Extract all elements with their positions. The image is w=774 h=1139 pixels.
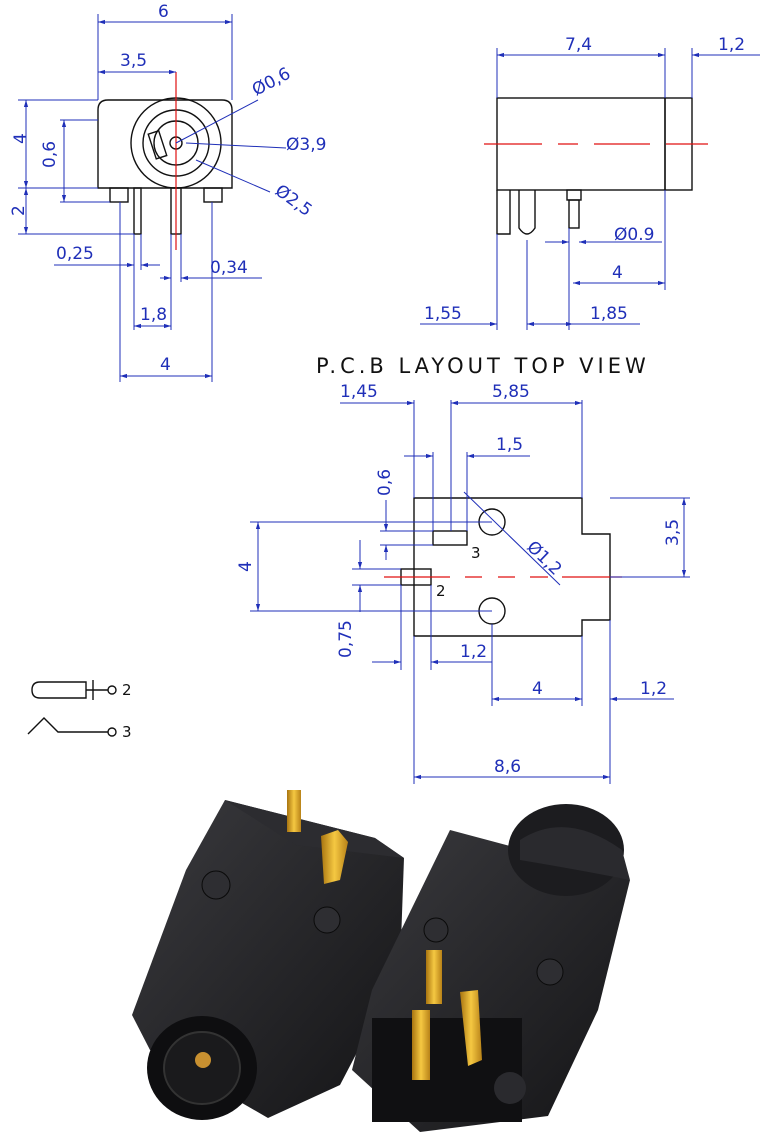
pin-label-3: 3 (471, 544, 481, 562)
dim-hole-small: Ø0,6 (249, 64, 294, 101)
pin-label-2: 2 (436, 582, 446, 600)
dim-pin-spacing: 1,8 (140, 305, 167, 325)
front-view: 6 3,5 4 0,6 2 Ø0,6 Ø3,9 Ø2,5 0,25 0,34 1… (9, 2, 326, 382)
dim-hole-diameter: Ø1,2 (523, 537, 566, 579)
left-jack-pin (287, 790, 301, 832)
dim-pin-span: 4 (612, 263, 623, 283)
dim-bottom-offset: 0,75 (336, 620, 356, 658)
dim-bottom-pad: 1,2 (460, 642, 487, 662)
dim-pin-width-a: 0,25 (56, 244, 94, 264)
dim-width-top: 6 (158, 2, 169, 22)
dim-center-offset: 3,5 (120, 51, 147, 71)
dim-bottom-right: 1,2 (640, 679, 667, 699)
dim-offset-left: 1,55 (424, 304, 462, 324)
dim-pin-length: 2 (9, 205, 29, 216)
product-photo (132, 790, 630, 1132)
dim-body-length: 7,4 (565, 35, 592, 55)
left-jack-peg (201, 870, 231, 900)
dim-hole-large: Ø3,9 (286, 135, 326, 155)
dim-right-span: 5,85 (492, 382, 530, 402)
dim-offset-right: 1,85 (590, 304, 628, 324)
dim-hole-mid: Ø2,5 (271, 181, 315, 221)
side-view: 7,4 1,2 Ø0.9 4 1,55 1,85 (420, 35, 760, 330)
dim-left-offset: 1,45 (340, 382, 378, 402)
right-jack-pin (412, 1010, 430, 1080)
schematic-pin-2: 2 (122, 681, 132, 699)
dim-pad-height: 0,6 (375, 469, 395, 496)
dim-pad-width: 1,5 (496, 435, 523, 455)
dim-peg-diameter: Ø0.9 (614, 225, 654, 245)
dim-pin-width-b: 0,34 (210, 258, 248, 278)
pcb-layout: P.C.B LAYOUT TOP VIEW 3 2 (236, 354, 690, 784)
dim-nose-length: 1,2 (718, 35, 745, 55)
schematic-pin-3: 3 (122, 723, 132, 741)
schematic-symbol: 2 3 (27, 680, 132, 741)
dim-total-width: 8,6 (494, 757, 521, 777)
dim-top-offset: 0,6 (40, 141, 60, 168)
dim-bottom-span: 4 (532, 679, 543, 699)
dim-pin-total: 4 (160, 355, 171, 375)
dim-height: 4 (11, 133, 31, 144)
dim-right-height: 3,5 (663, 519, 683, 546)
dim-height-total: 4 (236, 561, 256, 572)
pcb-layout-title: P.C.B LAYOUT TOP VIEW (316, 354, 650, 378)
